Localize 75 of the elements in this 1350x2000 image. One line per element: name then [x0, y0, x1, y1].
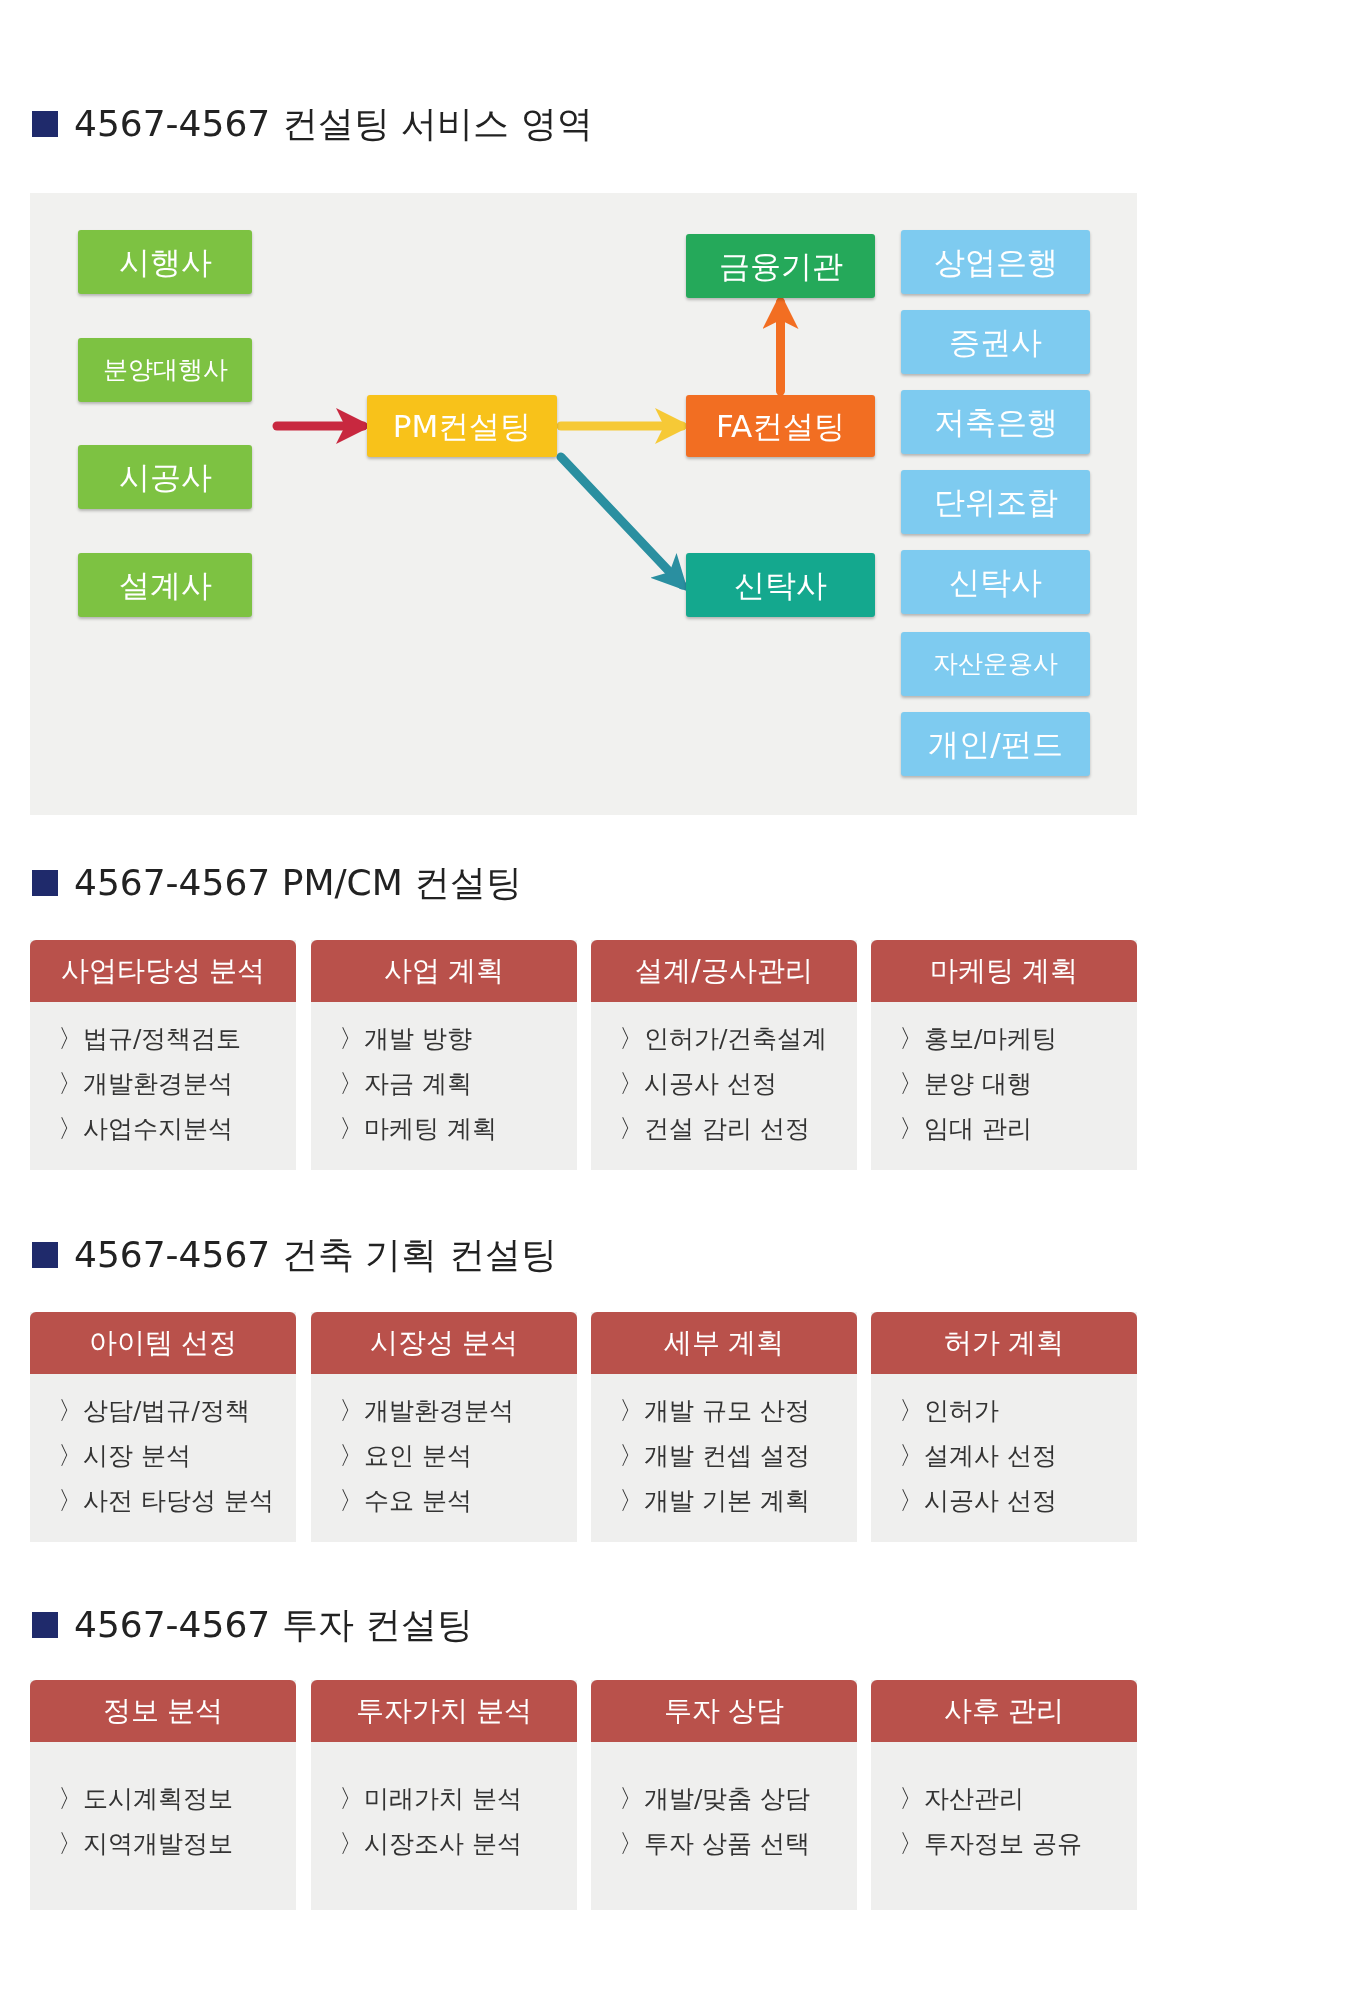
list-item: 〉사업수지분석	[58, 1113, 234, 1145]
process-box: 개인/펀드	[901, 712, 1090, 776]
card-header: 아이템 선정	[30, 1312, 296, 1374]
service-card	[591, 940, 857, 1170]
list-item: 〉자금 계획	[339, 1068, 473, 1100]
card-header: 투자가치 분석	[311, 1680, 577, 1742]
service-card	[871, 1312, 1137, 1542]
section-heading: 4567-4567 컨설팅 서비스 영역	[74, 102, 593, 146]
list-item: 〉마케팅 계획	[339, 1113, 498, 1145]
card-header: 세부 계획	[591, 1312, 857, 1374]
service-card	[30, 1680, 296, 1910]
list-item: 〉자산관리	[899, 1783, 1025, 1815]
service-card	[591, 1680, 857, 1910]
card-header: 사업타당성 분석	[30, 940, 296, 1002]
card-header: 투자 상담	[591, 1680, 857, 1742]
list-item: 〉상담/법규/정책	[58, 1395, 251, 1427]
section-heading: 4567-4567 투자 컨설팅	[74, 1603, 474, 1647]
process-box: 신탁사	[686, 553, 875, 617]
service-card	[311, 1312, 577, 1542]
process-box: 상업은행	[901, 230, 1090, 294]
service-card	[30, 1312, 296, 1542]
process-box: 신탁사	[901, 550, 1090, 614]
process-box: 시행사	[78, 230, 252, 294]
process-box: 설계사	[78, 553, 252, 617]
process-box: 분양대행사	[78, 338, 252, 402]
list-item: 〉설계사 선정	[899, 1440, 1058, 1472]
card-header: 마케팅 계획	[871, 940, 1137, 1002]
process-box: 증권사	[901, 310, 1090, 374]
process-box: 시공사	[78, 445, 252, 509]
process-box: 단위조합	[901, 470, 1090, 534]
process-box: 저축은행	[901, 390, 1090, 454]
service-card	[311, 1680, 577, 1910]
service-card	[871, 1680, 1137, 1910]
list-item: 〉개발환경분석	[58, 1068, 234, 1100]
card-header: 시장성 분석	[311, 1312, 577, 1374]
list-item: 〉요인 분석	[339, 1440, 473, 1472]
list-item: 〉시공사 선정	[619, 1068, 778, 1100]
list-item: 〉개발/맞춤 상담	[619, 1783, 812, 1815]
list-item: 〉임대 관리	[899, 1113, 1033, 1145]
card-header: 정보 분석	[30, 1680, 296, 1742]
list-item: 〉사전 타당성 분석	[58, 1485, 268, 1517]
list-item: 〉투자 상품 선택	[619, 1828, 811, 1860]
service-card	[311, 940, 577, 1170]
process-box: 금융기관	[686, 234, 875, 298]
process-box: FA컨설팅	[686, 395, 875, 457]
list-item: 〉법규/정책검토	[58, 1023, 243, 1055]
service-card	[871, 940, 1137, 1170]
card-header: 허가 계획	[871, 1312, 1137, 1374]
section-heading: 4567-4567 PM/CM 컨설팅	[74, 861, 523, 905]
list-item: 〉개발 컨셉 설정	[619, 1440, 811, 1472]
list-item: 〉개발 기본 계획	[619, 1485, 811, 1517]
card-header: 사업 계획	[311, 940, 577, 1002]
list-item: 〉개발 방향	[339, 1023, 473, 1055]
list-item: 〉시공사 선정	[899, 1485, 1058, 1517]
list-item: 〉지역개발정보	[58, 1828, 234, 1860]
list-item: 〉수요 분석	[339, 1485, 473, 1517]
process-box: 자산운용사	[901, 632, 1090, 696]
list-item: 〉개발환경분석	[339, 1395, 515, 1427]
list-item: 〉시장조사 분석	[339, 1828, 523, 1860]
list-item: 〉개발 규모 산정	[619, 1395, 811, 1427]
service-card	[591, 1312, 857, 1542]
list-item: 〉시장 분석	[58, 1440, 192, 1472]
list-item: 〉건설 감리 선정	[619, 1113, 811, 1145]
list-item: 〉인허가	[899, 1395, 1000, 1427]
process-box: PM컨설팅	[367, 395, 557, 457]
service-card	[30, 940, 296, 1170]
list-item: 〉도시계획정보	[58, 1783, 234, 1815]
card-header: 설계/공사관리	[591, 940, 857, 1002]
list-item: 〉인허가/건축설계	[619, 1023, 829, 1055]
card-header: 사후 관리	[871, 1680, 1137, 1742]
list-item: 〉미래가치 분석	[339, 1783, 523, 1815]
list-item: 〉홍보/마케팅	[899, 1023, 1059, 1055]
list-item: 〉투자정보 공유	[899, 1828, 1083, 1860]
section-heading: 4567-4567 건축 기획 컨설팅	[74, 1233, 557, 1277]
list-item: 〉분양 대행	[899, 1068, 1033, 1100]
